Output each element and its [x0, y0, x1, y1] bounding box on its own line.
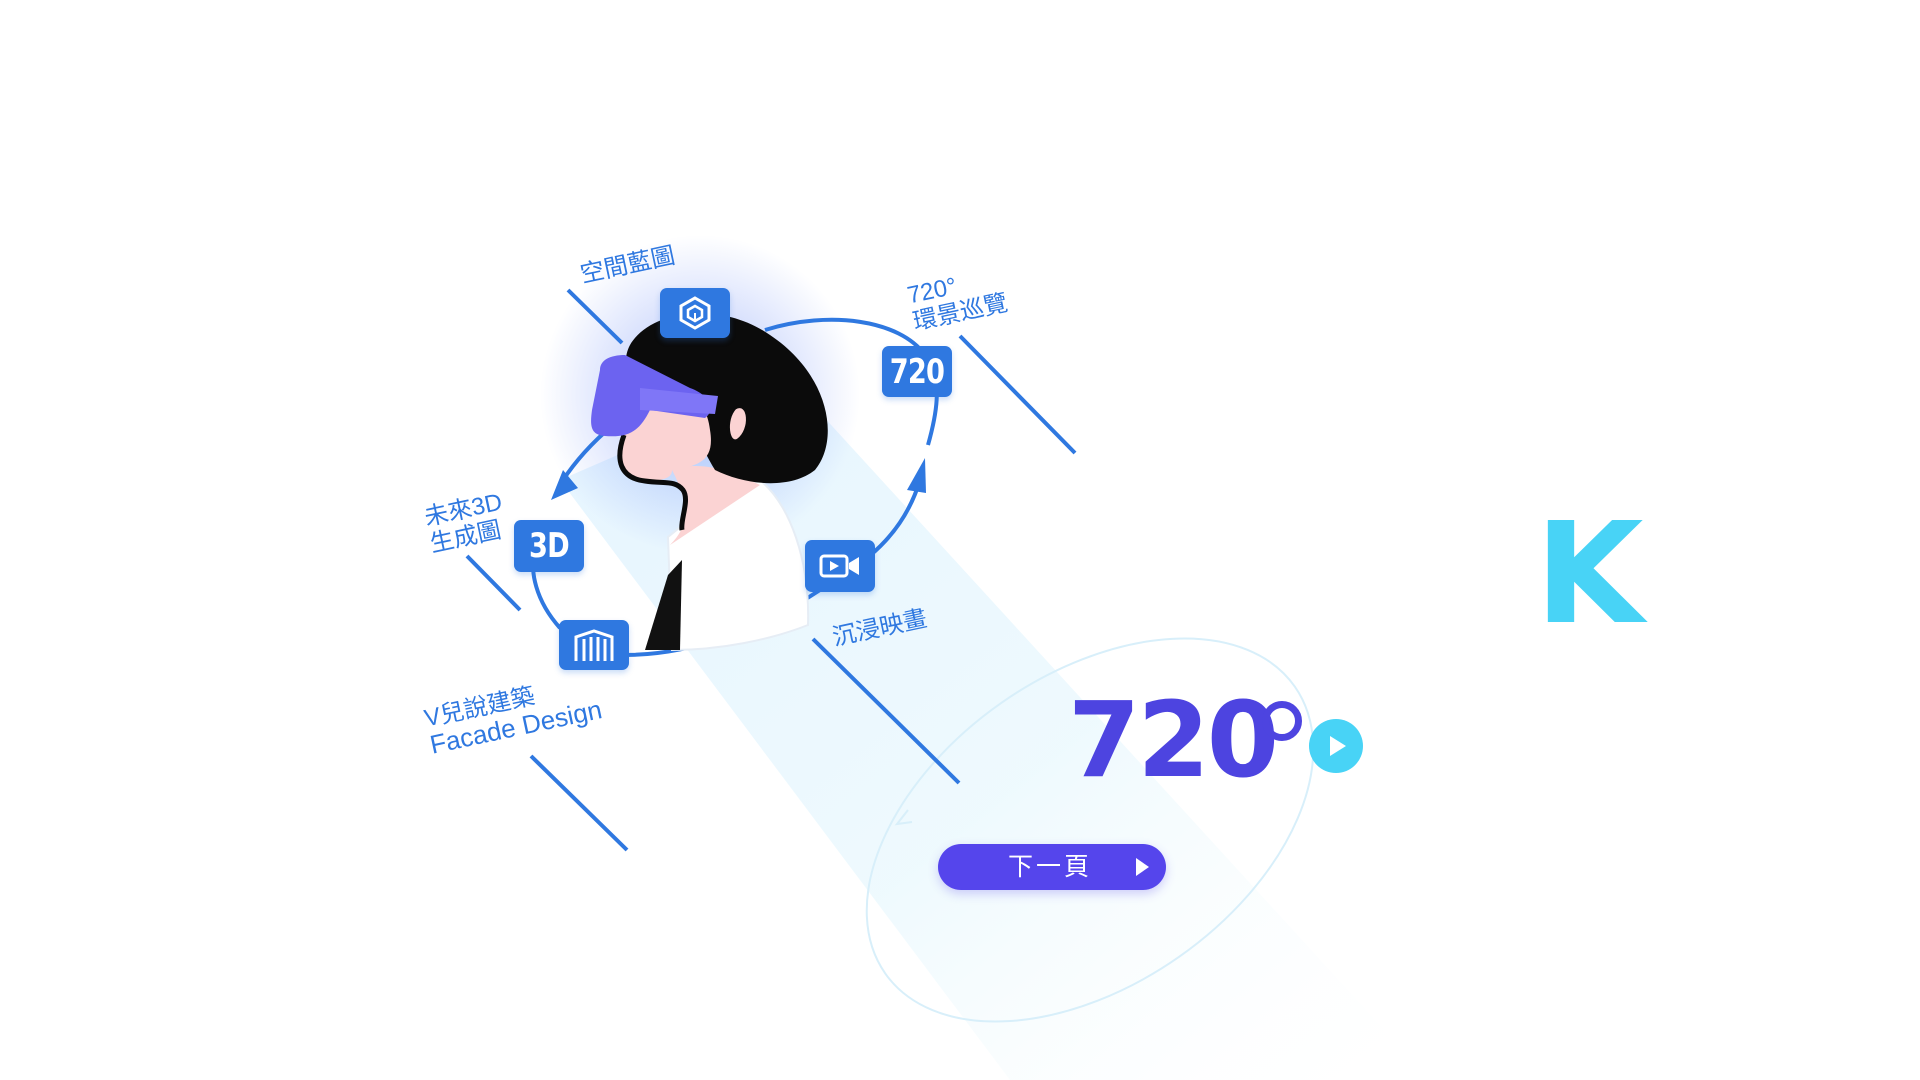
cube-icon: [679, 296, 711, 330]
building-icon: [574, 629, 614, 661]
figure-shirt-tie: [645, 560, 682, 650]
feature-video-button[interactable]: [805, 540, 875, 592]
play-video-button[interactable]: [1309, 719, 1363, 773]
figure-face-outline: [617, 434, 689, 531]
connector-tour: [958, 334, 1077, 455]
arrowhead-left: [551, 470, 578, 500]
connector-video: [811, 637, 961, 785]
next-page-label: 下一頁: [1008, 852, 1093, 881]
degree-ring-icon: [1262, 701, 1302, 741]
tour-badge-text: 720: [889, 351, 945, 392]
figure-hair: [625, 313, 828, 484]
future3d-badge-text: 3D: [529, 526, 570, 566]
play-icon: [1330, 736, 1346, 756]
play-arrow-icon: [1136, 858, 1149, 876]
vr-headset-strap: [640, 388, 718, 414]
hero-letter-r: R: [1065, 493, 1173, 656]
feature-facade-button[interactable]: [559, 620, 629, 670]
feature-tour-button[interactable]: 720: [882, 346, 952, 397]
connector-facade: [529, 754, 629, 852]
feature-blueprint-button[interactable]: [660, 288, 730, 338]
feature-future3d-button[interactable]: 3D: [514, 520, 584, 572]
arrowhead-right: [907, 458, 926, 493]
video-camera-icon: [819, 554, 859, 578]
figure-neck: [670, 465, 760, 545]
connector-future3d: [465, 554, 522, 612]
figure-ear: [726, 405, 749, 443]
hero-720-number: 720: [1068, 679, 1279, 801]
hero-letter-k: K: [1535, 493, 1644, 656]
connector-blueprint: [566, 288, 624, 345]
next-page-button[interactable]: 下一頁: [938, 844, 1166, 890]
